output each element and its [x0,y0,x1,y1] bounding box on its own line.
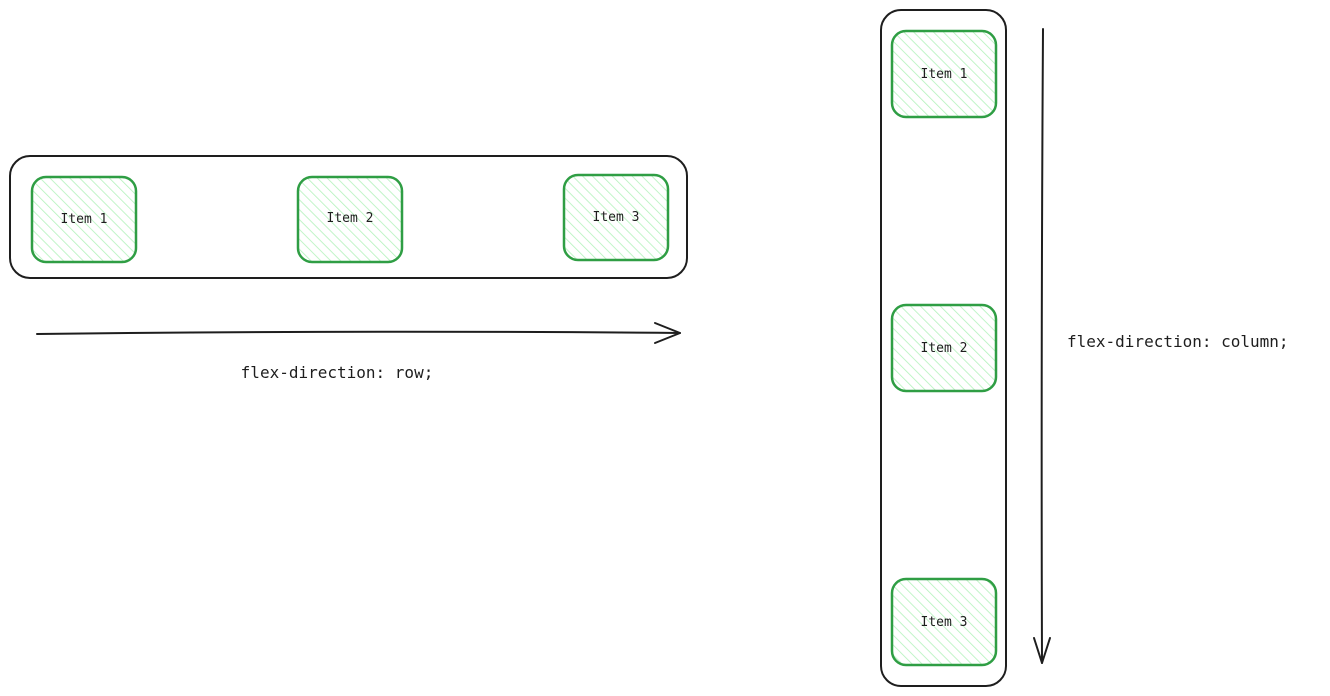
row-item-2-box [296,175,404,264]
arrow-down-icon [1033,28,1051,664]
column-item-3: Item 3 [890,577,998,667]
column-item-3-box [890,577,998,667]
row-item-3-label: Item 3 [593,210,640,225]
arrow-right-icon [36,322,681,344]
column-item-1-box [890,29,998,119]
column-item-2-label: Item 2 [921,341,968,356]
column-item-1: Item 1 [890,29,998,119]
column-item-3-label: Item 3 [921,615,968,630]
row-item-1-label: Item 1 [61,212,108,227]
column-item-2: Item 2 [890,303,998,393]
column-item-2-box [890,303,998,393]
column-container [880,9,1007,687]
column-item-1-label: Item 1 [921,67,968,82]
row-container [9,155,688,279]
row-direction-label: flex-direction: row; [241,363,434,382]
column-direction-label: flex-direction: column; [1067,332,1289,351]
row-item-2-label: Item 2 [327,211,374,226]
column-example: Item 1 Item 2 Item 3 flex-direction: col… [880,9,1289,687]
row-item-1-box [30,175,138,264]
row-example: Item 1 Item 2 Item 3 flex-direction: row… [9,155,688,382]
row-item-3: Item 3 [562,173,670,262]
row-item-1: Item 1 [30,175,138,264]
row-item-3-box [562,173,670,262]
row-item-2: Item 2 [296,175,404,264]
